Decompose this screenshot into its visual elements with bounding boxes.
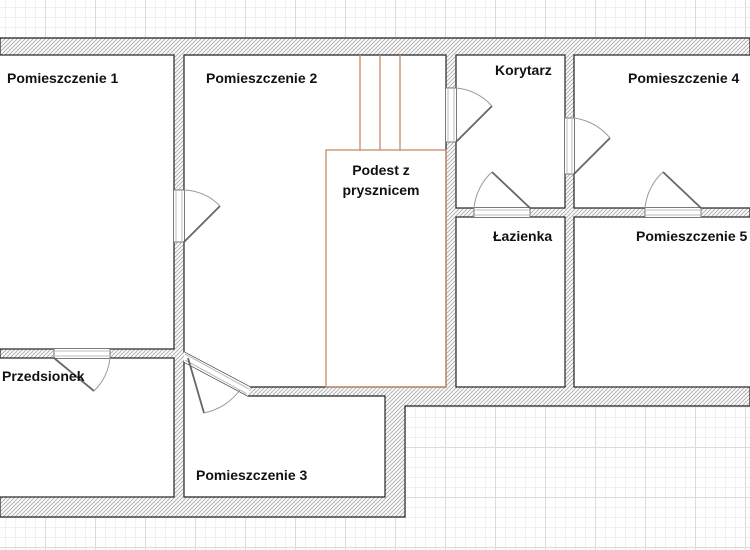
shower-platform (325, 55, 447, 388)
label-corridor: Korytarz (495, 62, 552, 78)
door-room2-corridor[interactable] (446, 87, 493, 143)
label-vestibule: Przedsionek (2, 368, 85, 384)
door-corridor-room4[interactable] (565, 117, 611, 175)
label-room-5: Pomieszczenie 5 (636, 228, 748, 244)
room-3-area (183, 361, 386, 498)
label-room-3: Pomieszczenie 3 (196, 467, 308, 483)
room-bathroom-area (455, 216, 566, 388)
label-room-2: Pomieszczenie 2 (206, 70, 318, 86)
label-shower-platform: Podest z prysznicem (342, 162, 420, 198)
label-room-4: Pomieszczenie 4 (628, 70, 740, 86)
door-room1-room2[interactable] (174, 189, 221, 243)
room-corridor-area (455, 54, 566, 209)
door-corridor-bathroom[interactable] (473, 171, 531, 217)
door-vestibule-room1[interactable] (53, 349, 111, 392)
door-room2-room3[interactable] (184, 352, 250, 414)
room-5-area (573, 216, 750, 388)
door-room4-room5[interactable] (644, 171, 702, 217)
room-vestibule-area (0, 357, 175, 498)
room-1-area (0, 54, 175, 350)
label-bathroom: Łazienka (493, 228, 553, 244)
label-room-1: Pomieszczenie 1 (7, 70, 119, 86)
room-2-area (183, 54, 447, 388)
